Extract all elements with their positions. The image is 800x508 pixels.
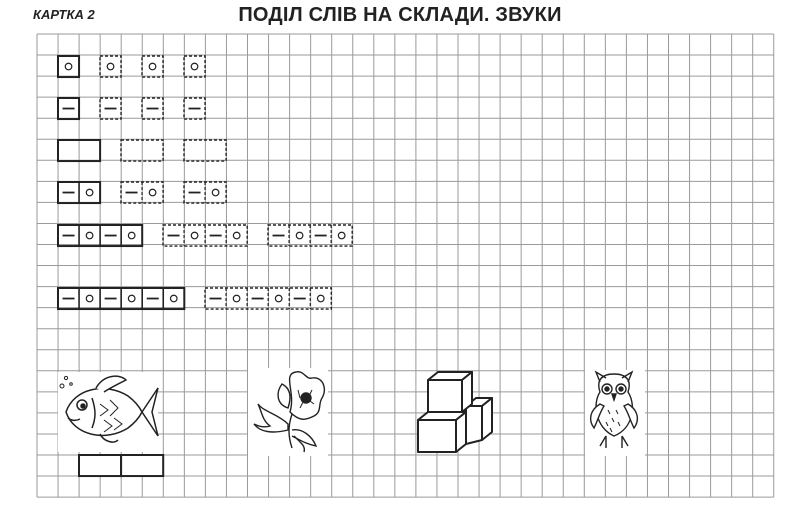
dashed-scheme [183,181,227,204]
vowel-symbol [232,294,241,303]
consonant-vowel-scheme [57,181,227,205]
vowel-symbol [190,62,199,71]
vowel-symbol [232,231,241,240]
dashed-scheme [141,97,164,120]
vowel-symbol [316,294,325,303]
cubes-picture [417,371,493,453]
dashed-scheme [183,139,227,162]
vowel-sound-scheme [57,55,206,79]
solid-scheme [57,139,102,163]
vowel-symbol [295,231,304,240]
dashed-scheme [99,55,122,78]
dashed-scheme [99,97,122,120]
scheme-frame [141,97,164,120]
dashed-scheme [267,224,353,247]
owl-picture [585,370,645,456]
fish-picture [58,372,159,452]
scheme-frame [120,139,164,162]
dashed-scheme [183,55,206,78]
card-label: КАРТКА 2 [33,7,95,22]
vowel-symbol [190,231,199,240]
dashed-scheme [120,139,164,162]
scheme-frame [99,97,122,120]
vowel-symbol [274,294,283,303]
dashed-scheme [120,181,164,204]
vowel-symbol [211,188,220,197]
syllable-answer-box[interactable] [120,454,165,478]
dashed-scheme [162,224,248,247]
scheme-frame [141,55,164,78]
syllable-answer-box[interactable] [78,454,123,478]
vowel-symbol [106,62,115,71]
dashed-scheme [204,287,333,310]
solid-scheme [57,181,102,205]
vowel-symbol [64,62,73,71]
vowel-symbol [85,188,94,197]
scheme-frame [183,139,227,162]
solid-scheme [57,97,81,121]
dashed-scheme [183,97,206,120]
flower-picture [248,368,328,456]
two-syllable-scheme [57,224,353,248]
vowel-symbol [148,62,157,71]
vowel-symbol [127,231,136,240]
page-title: ПОДІЛ СЛІВ НА СКЛАДИ. ЗВУКИ [238,4,562,26]
solid-scheme [57,55,81,79]
vowel-symbol [85,294,94,303]
solid-scheme [57,287,186,311]
three-syllable-scheme [57,287,333,311]
scheme-frame [57,55,81,79]
answer-boxes [78,454,165,478]
dashed-scheme [141,55,164,78]
consonant-sound-scheme [57,97,206,121]
sound-schemes [57,55,353,311]
scheme-frame [183,55,206,78]
vowel-symbol [148,188,157,197]
scheme-frame [99,55,122,78]
vowel-symbol [127,294,136,303]
vowel-symbol [337,231,346,240]
vowel-symbol [169,294,178,303]
syllable-scheme [57,139,227,163]
scheme-frame [57,139,102,163]
vowel-symbol [85,231,94,240]
solid-scheme [57,224,144,248]
scheme-frame [183,97,206,120]
scheme-frame [57,97,81,121]
